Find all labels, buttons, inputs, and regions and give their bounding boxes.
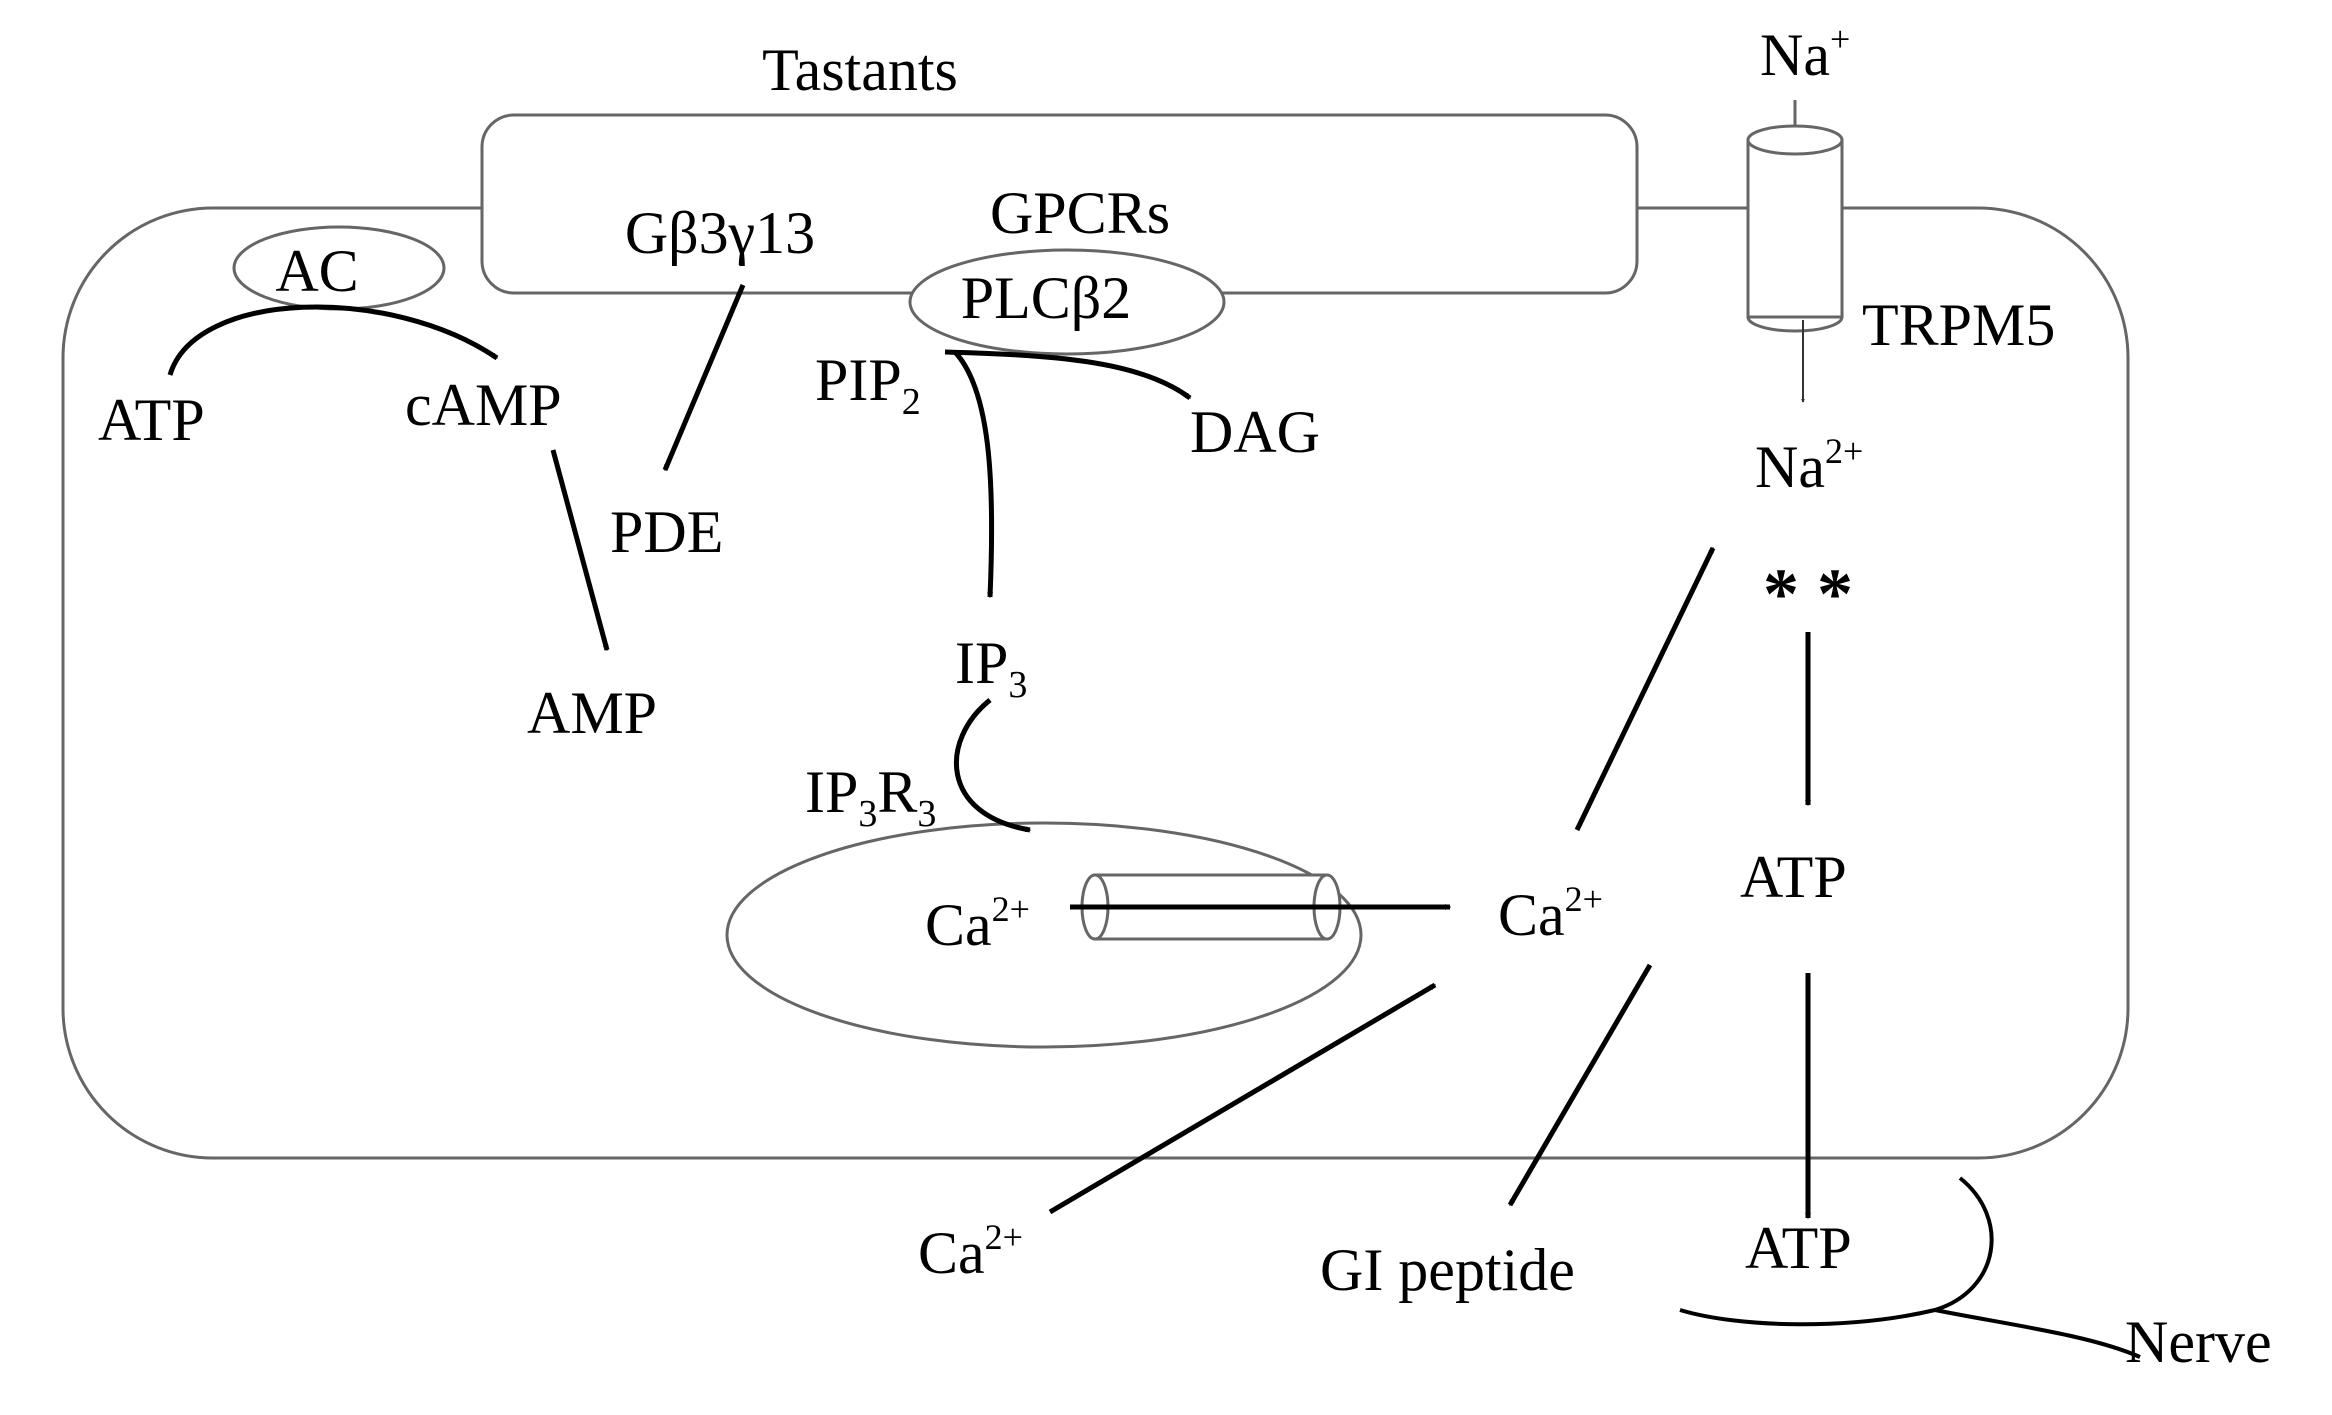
arrow-ext-ca-to-cytosol <box>1048 982 1437 1215</box>
arrow-ca-to-gi-peptide <box>1507 963 1653 1207</box>
plcb2-label: PLCβ2 <box>961 265 1132 331</box>
stars-label: * * <box>1763 554 1853 634</box>
amp-label: AMP <box>527 680 657 746</box>
arrow-atp-to-camp <box>167 304 499 376</box>
na-intracellular-label: Na2+ <box>1755 431 1863 500</box>
trpm5-label: TRPM5 <box>1862 292 2055 358</box>
arrow-pip2-to-dag <box>944 349 1192 400</box>
nerve-fiber <box>1679 1176 2141 1359</box>
atp-label-3: ATP <box>1745 1215 1852 1281</box>
dag-label: DAG <box>1190 399 1320 465</box>
camp-label: cAMP <box>405 372 562 438</box>
atp-label-2: ATP <box>1740 844 1847 910</box>
pip2-label: PIP2 <box>815 347 921 423</box>
atp-label-1: ATP <box>98 387 205 453</box>
ca-extracellular-label: Ca2+ <box>918 1217 1023 1286</box>
tastants-label: Tastants <box>762 37 958 103</box>
pde-label: PDE <box>610 499 723 565</box>
trpm5-channel <box>1746 100 1844 333</box>
ip3r3-label: IP3R3 <box>805 759 936 835</box>
arrow-pip2-to-ip3 <box>953 350 995 599</box>
nerve-label: Nerve <box>2125 1309 2272 1375</box>
gbg-label: Gβ3γ13 <box>625 200 815 266</box>
ca-er-label: Ca2+ <box>925 889 1030 958</box>
arrow-ip3-to-ip3r3 <box>953 698 1032 833</box>
arrow-ca-to-na <box>1574 546 1716 832</box>
plcb2-enzyme <box>908 248 1226 356</box>
gpcrs-label: GPCRs <box>990 180 1170 246</box>
ac-label: AC <box>275 238 358 304</box>
ca-cytosol-label: Ca2+ <box>1498 879 1603 948</box>
ip3-label: IP3 <box>955 630 1027 706</box>
arrow-camp-to-amp <box>550 449 610 652</box>
gi-peptide-label: GI peptide <box>1320 1237 1575 1303</box>
arrow-gbg-to-pde <box>662 284 746 472</box>
na-extracellular-label: Na+ <box>1760 19 1850 88</box>
